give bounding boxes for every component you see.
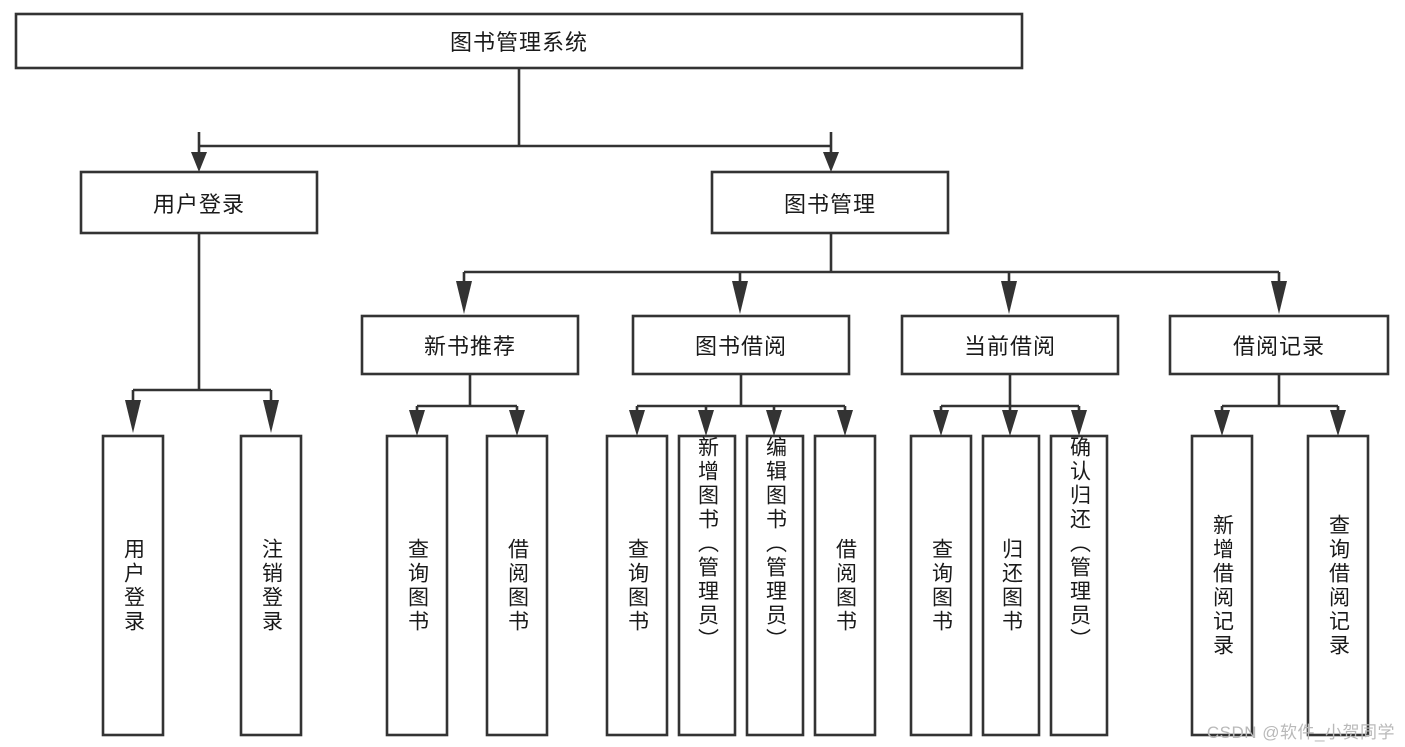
node-box-root[interactable] (14, 12, 1024, 70)
arrow-icon-book-borrow (732, 281, 748, 314)
arrow-icon-user-login (191, 152, 207, 172)
arrow-icon-leaf-borrow-book-2 (837, 410, 853, 436)
arrow-icon-leaf-query-book-2 (629, 410, 645, 436)
arrow-icon-book-manage (823, 152, 839, 172)
arrow-icon-current-borrow (1001, 281, 1017, 314)
watermark-text: CSDN @软件_小贺同学 (1206, 723, 1395, 742)
node-box-leaf-borrow-book-1[interactable] (485, 434, 549, 737)
node-box-leaf-query-record[interactable] (1306, 434, 1370, 737)
node-box-user-login[interactable] (79, 170, 319, 235)
node-box-leaf-return-book[interactable] (981, 434, 1041, 737)
arrow-icon-leaf-add-book (698, 410, 714, 436)
node-box-leaf-add-book[interactable] (677, 434, 737, 737)
node-box-book-borrow[interactable] (631, 314, 851, 376)
node-box-new-book-rec[interactable] (360, 314, 580, 376)
arrow-icon-leaf-query-record (1330, 410, 1346, 436)
node-box-leaf-add-record[interactable] (1190, 434, 1254, 737)
node-box-leaf-query-book-2[interactable] (605, 434, 669, 737)
node-box-book-manage[interactable] (710, 170, 950, 235)
arrow-icon-new-book-rec (456, 281, 472, 314)
arrow-icon-leaf-add-record (1214, 410, 1230, 436)
node-box-borrow-record[interactable] (1168, 314, 1390, 376)
arrow-icon-leaf-confirm-return (1071, 410, 1087, 436)
node-box-leaf-confirm-return[interactable] (1049, 434, 1109, 737)
arrow-icon-leaf-borrow-book-1 (509, 410, 525, 436)
node-box-leaf-borrow-book-2[interactable] (813, 434, 877, 737)
arrow-icon-leaf-logout (263, 400, 279, 433)
arrow-icon-leaf-user-login (125, 400, 141, 433)
arrow-icon-leaf-return-book (1002, 410, 1018, 436)
node-box-current-borrow[interactable] (900, 314, 1120, 376)
arrow-icon-leaf-query-book-1 (409, 410, 425, 436)
node-box-leaf-user-login[interactable] (101, 434, 165, 737)
node-box-leaf-logout[interactable] (239, 434, 303, 737)
node-box-leaf-query-book-3[interactable] (909, 434, 973, 737)
arrow-icon-leaf-edit-book (766, 410, 782, 436)
arrow-icon-leaf-query-book-3 (933, 410, 949, 436)
arrow-icon-borrow-record (1271, 281, 1287, 314)
node-box-leaf-query-book-1[interactable] (385, 434, 449, 737)
node-box-leaf-edit-book[interactable] (745, 434, 805, 737)
